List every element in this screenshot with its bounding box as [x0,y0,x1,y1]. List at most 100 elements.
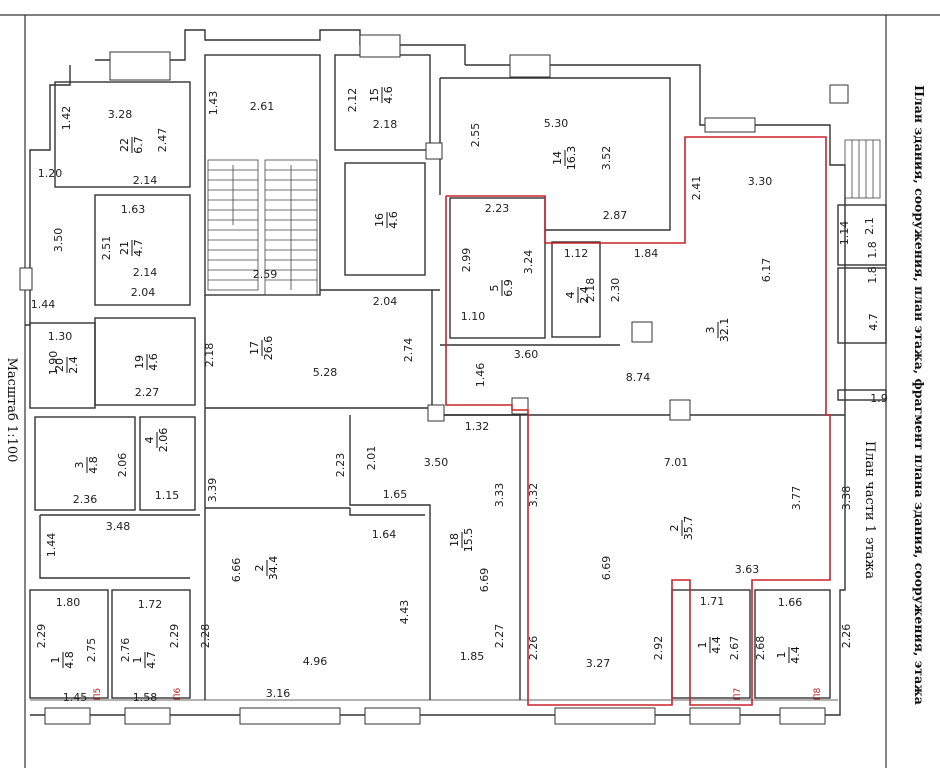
dim: 1.85 [460,650,485,663]
room-area: 26.6 [262,336,275,361]
dim: 3.33 [493,483,506,508]
dim: 1.65 [383,488,408,501]
dim: 1.12 [564,247,589,260]
room-num: 4 [143,437,156,444]
dim: 2.59 [253,268,278,281]
dim: 2.74 [402,338,415,363]
stairs [207,139,881,296]
dim: 2.14 [133,266,158,279]
room-num: 21 [118,241,131,255]
dim: 2.14 [133,174,158,187]
room-area: 4.7 [132,239,145,257]
dim: 3.60 [514,348,539,361]
dim: 1.63 [121,203,146,216]
dim: 3.16 [266,687,291,700]
dim: 2.76 [119,638,132,663]
room-num: 17 [248,341,261,355]
dim: 3.32 [527,483,540,508]
dim: 1.46 [474,363,487,388]
dim: 4.96 [303,655,328,668]
room-area: 15.5 [462,528,475,553]
room-num: 18 [448,533,461,547]
highlight-outline [445,136,831,706]
dim: 3.39 [206,478,219,503]
dim: 2.87 [603,209,628,222]
scale-label: Масштаб 1:100 [4,358,19,463]
room-area: 4.4 [710,636,723,654]
dim: 7.01 [664,456,689,469]
room-area: 6.7 [132,136,145,154]
dim: 1.8 [866,266,879,284]
room-area: 4.8 [87,456,100,474]
room-area: 4.6 [382,86,395,104]
dim: 1.10 [461,310,486,323]
dim: 1.90 [47,351,60,376]
room-area: 34.4 [267,556,280,581]
dim: 2.23 [334,453,347,478]
dim: 2.04 [131,286,156,299]
dim: 2.36 [73,493,98,506]
room-num: 1 [696,642,709,649]
dim: 1.43 [207,91,220,116]
dimension-labels: 3.28 1.42 2.47 2.14 1.63 2.51 2.14 2.04 … [31,88,888,704]
room-num: 15 [368,88,381,102]
dim: 3.24 [522,250,535,275]
room-label: 4.7 [867,313,880,331]
dim: 2.27 [135,386,160,399]
dim: 3.50 [424,456,449,469]
room-area: 2.4 [578,286,591,304]
dim: 1.42 [60,106,73,131]
dim: 8.74 [626,371,651,384]
dim: 2.26 [527,636,540,661]
dim: 1.30 [48,330,73,343]
dim: 2.01 [365,446,378,471]
room-num: 2 [253,565,266,572]
marker: П5 [93,688,103,701]
marker: П7 [733,688,743,701]
room-num: 19 [133,355,146,369]
room-area: 4.8 [63,651,76,669]
dim: 1.9 [870,392,888,405]
room-num: 20 [53,358,66,372]
room-num: 1 [131,657,144,664]
dim: 2.23 [485,202,510,215]
dim: 2.06 [116,453,129,478]
dim: 3.48 [106,520,131,533]
dim: 6.69 [478,568,491,593]
dim: 1.66 [778,596,803,609]
marker: П8 [813,687,823,700]
room-num: 16 [373,213,386,227]
room-area: 4.6 [387,211,400,229]
room-area: 16.3 [565,146,578,171]
dim: 2.28 [199,624,212,649]
marker: П6 [173,687,183,700]
plan-part-label: План части 1 этажа [862,441,877,579]
room-area: 35.7 [682,516,695,541]
room-num: 22 [118,138,131,152]
room-num: 1 [49,657,62,664]
room-area: 4.7 [145,651,158,669]
dim: 1.72 [138,598,163,611]
dim: 2.27 [493,624,506,649]
room-area: 2.4 [67,356,80,374]
dim: 1.20 [38,167,63,180]
dim: 3.30 [748,175,773,188]
dim: 1.80 [56,596,81,609]
room-area: 4.4 [789,646,802,664]
room-num: 5 [488,285,501,292]
title-block: План здания, сооружения, план этажа, фра… [4,85,927,705]
